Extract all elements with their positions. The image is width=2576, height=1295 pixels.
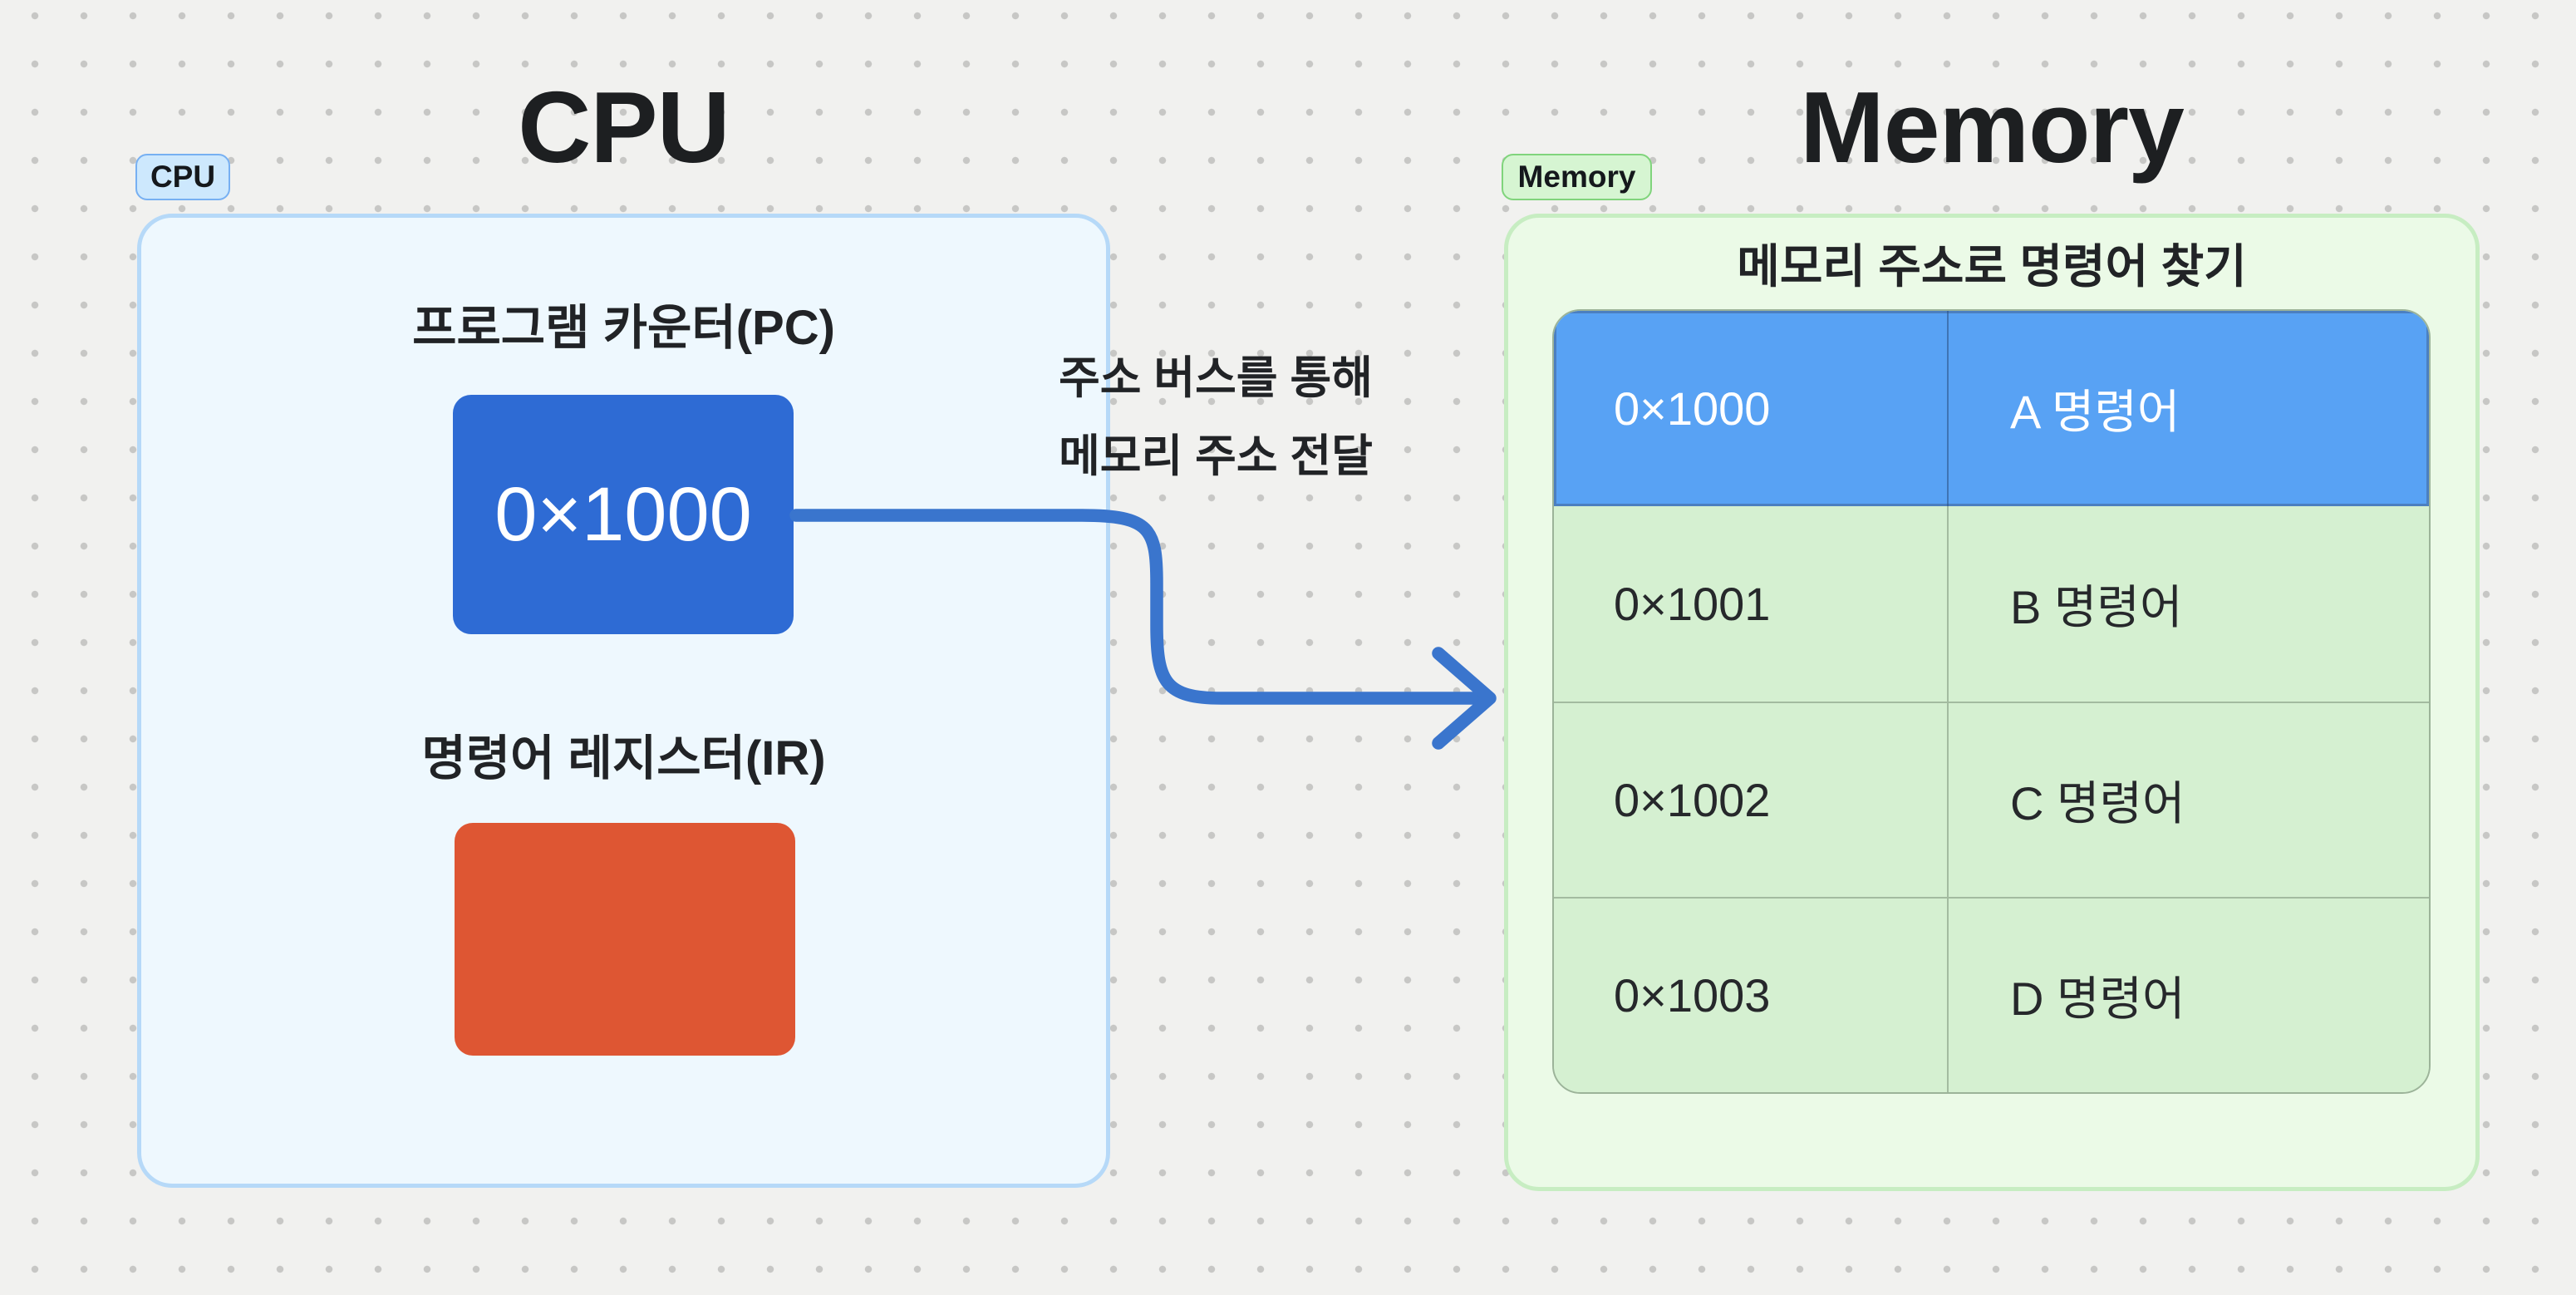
cpu-title: CPU bbox=[518, 71, 730, 184]
address-bus-arrow-head bbox=[1432, 647, 1497, 750]
memory-badge-label: Memory bbox=[1517, 160, 1636, 194]
memory-table: 0×1000 A 명령어 0×1001 B 명령어 0×1002 C 명령어 0… bbox=[1552, 309, 2431, 1094]
cpu-badge-label: CPU bbox=[150, 160, 216, 194]
address-cell: 0×1000 bbox=[1554, 311, 1949, 506]
address-bus-arrow-icon bbox=[789, 509, 1497, 750]
memory-badge: Memory bbox=[1502, 154, 1652, 200]
address-cell: 0×1001 bbox=[1554, 506, 1949, 702]
memory-title: Memory bbox=[1800, 71, 2185, 184]
instruction-cell: D 명령어 bbox=[2010, 972, 2185, 1025]
memory-table-row: 0×1001 B 명령어 bbox=[1554, 506, 2429, 702]
instruction-register-label: 명령어 레지스터(IR) bbox=[421, 731, 826, 785]
program-counter-label: 프로그램 카운터(PC) bbox=[412, 301, 835, 355]
cpu-badge: CPU bbox=[135, 154, 230, 200]
bus-caption: 주소 버스를 통해 메모리 주소 전달 bbox=[1045, 339, 1386, 495]
memory-table-row: 0×1000 A 명령어 bbox=[1554, 311, 2429, 506]
address-cell: 0×1003 bbox=[1554, 899, 1949, 1092]
instruction-cell: B 명령어 bbox=[2010, 581, 2183, 633]
instruction-cell: C 명령어 bbox=[2010, 777, 2185, 830]
memory-heading: 메모리 주소로 명령어 찾기 bbox=[1737, 240, 2247, 293]
address-cell: 0×1002 bbox=[1554, 703, 1949, 897]
instruction-register-box bbox=[455, 823, 795, 1056]
instruction-cell: A 명령어 bbox=[2010, 386, 2180, 438]
address-bus-arrow-line bbox=[789, 509, 1491, 705]
bus-caption-line1: 주소 버스를 통해 bbox=[1059, 353, 1373, 403]
memory-table-row: 0×1003 D 명령어 bbox=[1554, 897, 2429, 1092]
memory-table-row: 0×1002 C 명령어 bbox=[1554, 702, 2429, 897]
program-counter-box: 0×1000 bbox=[453, 395, 794, 634]
bus-caption-line2: 메모리 주소 전달 bbox=[1059, 431, 1373, 481]
program-counter-value: 0×1000 bbox=[494, 471, 752, 557]
